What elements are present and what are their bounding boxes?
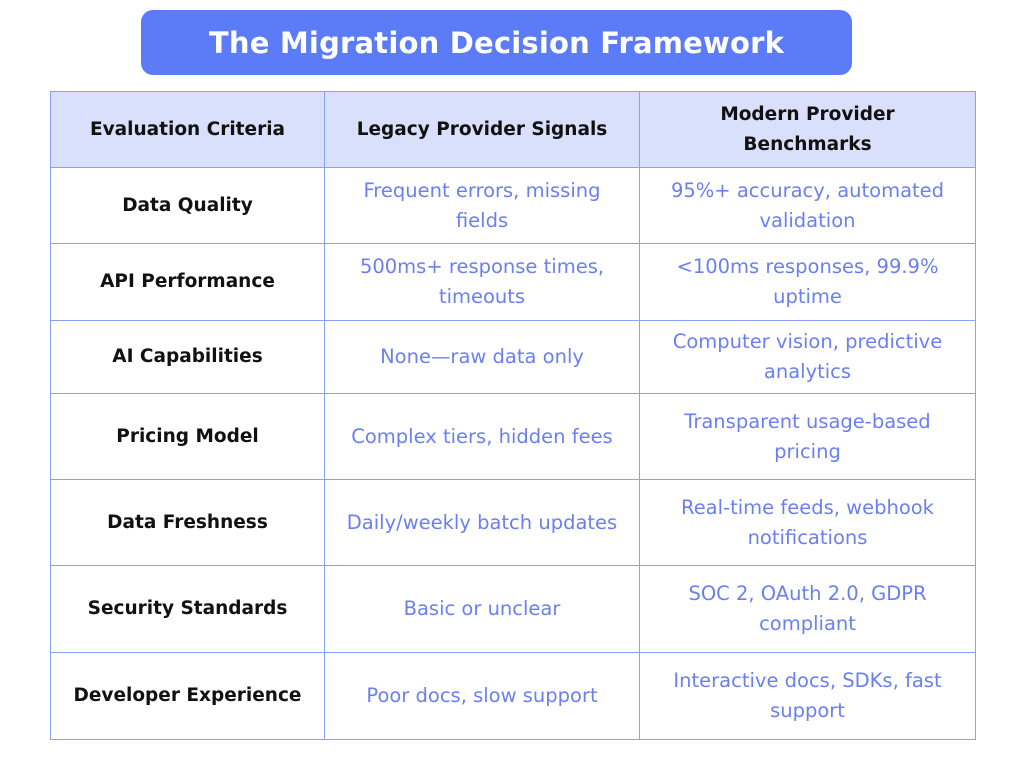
comparison-table: Evaluation Criteria Legacy Provider Sign… — [50, 91, 976, 740]
table-row: Developer Experience Poor docs, slow sup… — [50, 652, 976, 740]
criteria-cell: API Performance — [50, 243, 325, 321]
modern-cell: Real-time feeds, webhook notifications — [639, 479, 976, 566]
modern-cell: 95%+ accuracy, automated validation — [639, 167, 976, 244]
legacy-cell: Basic or unclear — [324, 565, 640, 653]
criteria-cell: Developer Experience — [50, 652, 325, 740]
modern-cell: Computer vision, predictive analytics — [639, 320, 976, 394]
legacy-cell: Poor docs, slow support — [324, 652, 640, 740]
table-header-row: Evaluation Criteria Legacy Provider Sign… — [50, 91, 976, 168]
title-banner: The Migration Decision Framework — [141, 10, 852, 75]
table-row: Pricing Model Complex tiers, hidden fees… — [50, 393, 976, 480]
table-row: API Performance 500ms+ response times, t… — [50, 243, 976, 321]
modern-cell: SOC 2, OAuth 2.0, GDPR compliant — [639, 565, 976, 653]
criteria-cell: AI Capabilities — [50, 320, 325, 394]
criteria-cell: Security Standards — [50, 565, 325, 653]
header-legacy-provider-signals: Legacy Provider Signals — [324, 91, 640, 168]
modern-cell: Interactive docs, SDKs, fast support — [639, 652, 976, 740]
legacy-cell: Daily/weekly batch updates — [324, 479, 640, 566]
page-title: The Migration Decision Framework — [208, 25, 785, 60]
header-modern-provider-benchmarks: Modern Provider Benchmarks — [639, 91, 976, 168]
table-row: Security Standards Basic or unclear SOC … — [50, 565, 976, 653]
table-row: Data Quality Frequent errors, missing fi… — [50, 167, 976, 244]
legacy-cell: Frequent errors, missing fields — [324, 167, 640, 244]
legacy-cell: Complex tiers, hidden fees — [324, 393, 640, 480]
criteria-cell: Data Freshness — [50, 479, 325, 566]
criteria-cell: Pricing Model — [50, 393, 325, 480]
legacy-cell: 500ms+ response times, timeouts — [324, 243, 640, 321]
table-row: AI Capabilities None—raw data only Compu… — [50, 320, 976, 394]
modern-cell: Transparent usage-based pricing — [639, 393, 976, 480]
table-row: Data Freshness Daily/weekly batch update… — [50, 479, 976, 566]
modern-cell: <100ms responses, 99.9% uptime — [639, 243, 976, 321]
legacy-cell: None—raw data only — [324, 320, 640, 394]
header-evaluation-criteria: Evaluation Criteria — [50, 91, 325, 168]
criteria-cell: Data Quality — [50, 167, 325, 244]
